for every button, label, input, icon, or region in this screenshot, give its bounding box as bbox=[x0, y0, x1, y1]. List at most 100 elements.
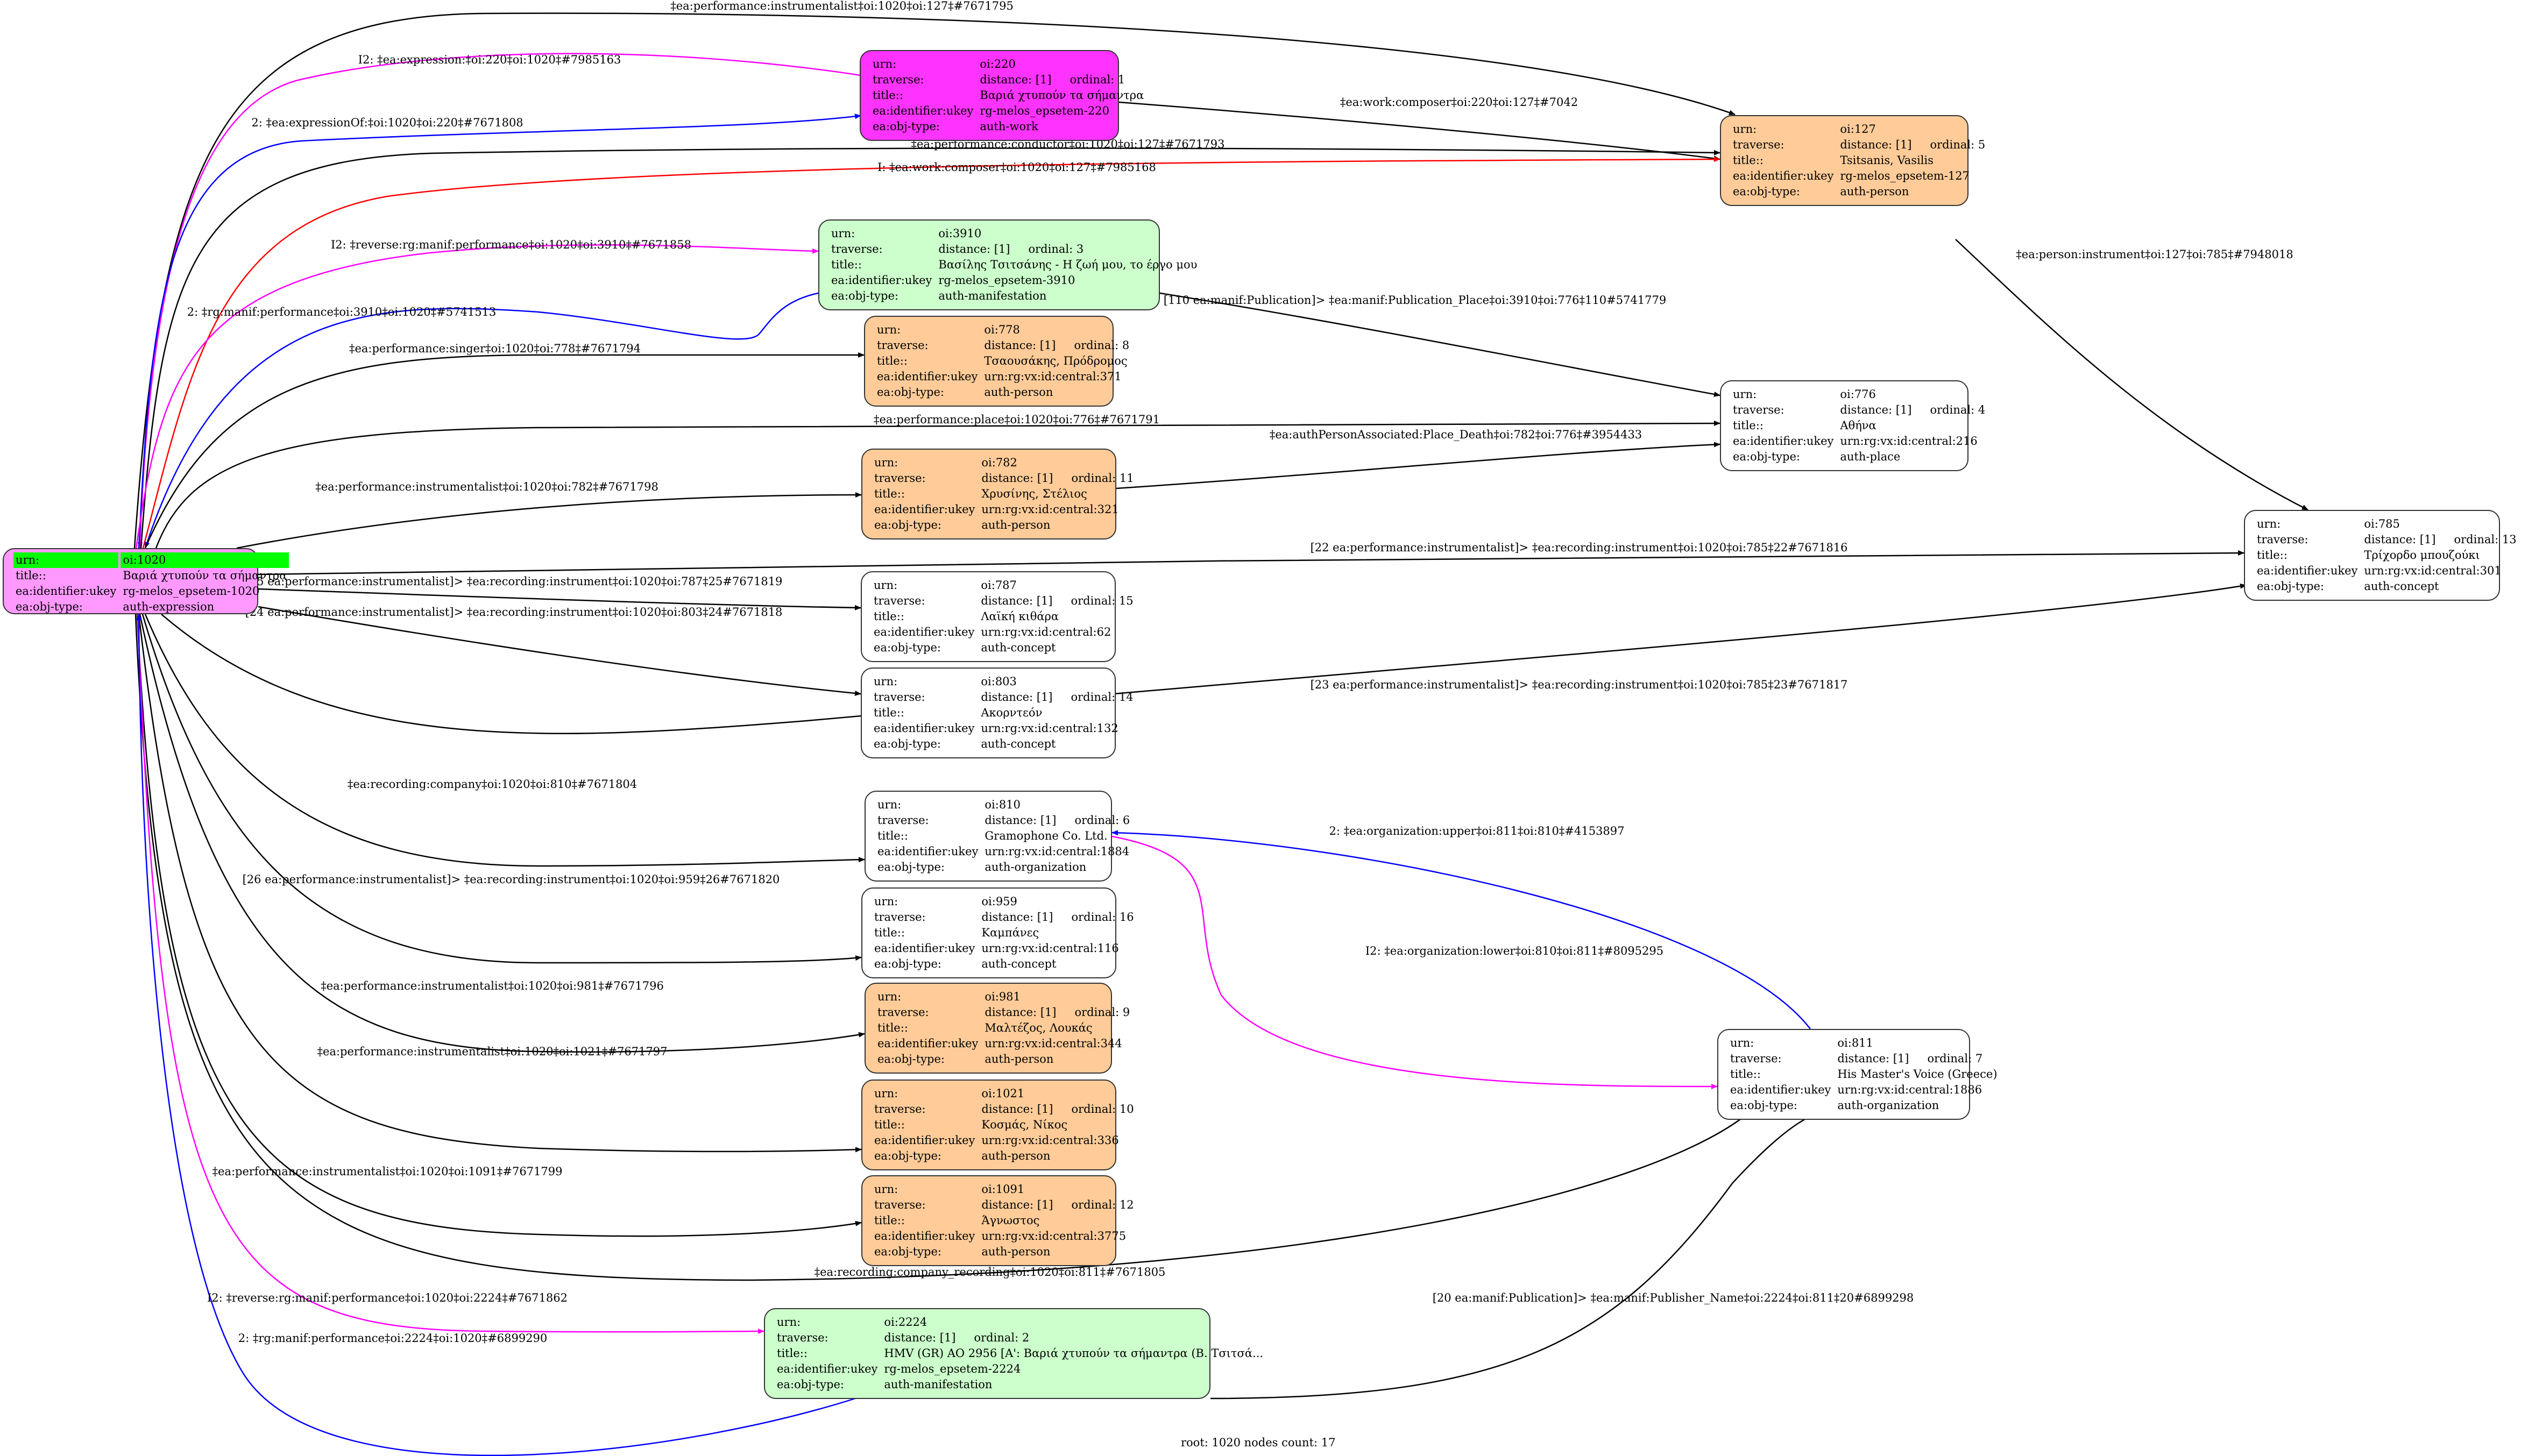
node-urn: oi:787 bbox=[981, 579, 1017, 592]
node-title: Χρυσίνης, Στέλιος bbox=[981, 487, 1087, 500]
edge-label: ‡ea:performance:instrumentalist‡oi:1020‡… bbox=[317, 1045, 668, 1058]
node-title: Μαλτέζος, Λουκάς bbox=[985, 1021, 1093, 1034]
node-row-title: title::Κοσμάς, Νίκος bbox=[872, 1117, 1136, 1133]
node-row-title: title::Ακορντεόν bbox=[872, 705, 1136, 721]
node-ordinal: ordinal: 15 bbox=[1071, 594, 1134, 607]
node-distance: distance: [1] bbox=[985, 814, 1057, 827]
edge-oi-2224-to-oi-811 bbox=[1210, 1108, 1830, 1400]
node-row-traverse: traverse:distance: [1]ordinal: 1 bbox=[870, 72, 1146, 88]
node-row-type: ea:obj-type:auth-concept bbox=[872, 956, 1136, 972]
edge-oi-220-to-oi-1020 bbox=[137, 53, 861, 549]
node-traverse: distance: [1]ordinal: 13 bbox=[2362, 532, 2518, 548]
edge-oi-1020-to-oi-3910 bbox=[135, 244, 819, 549]
node-row-title: title::Καμπάνες bbox=[872, 925, 1136, 941]
node-type: auth-work bbox=[980, 120, 1038, 133]
node-type: auth-person bbox=[981, 1245, 1051, 1258]
node-distance: distance: [1] bbox=[985, 1006, 1057, 1019]
node-distance: distance: [1] bbox=[981, 1198, 1053, 1211]
edge-oi-1020-to-oi-959 bbox=[141, 614, 862, 964]
edge-oi-1020-to-oi-981 bbox=[139, 614, 865, 1053]
graph-footer: root: 1020 nodes count: 17 bbox=[1181, 1436, 1336, 1449]
node-ukey: urn:rg:vx:id:central:371 bbox=[984, 370, 1122, 383]
node-ukey: urn:rg:vx:id:central:321 bbox=[981, 503, 1119, 516]
edge-label: I: ‡ea:work:composer‡oi:1020‡oi:127‡#798… bbox=[877, 161, 1156, 174]
node-traverse: distance: [1]ordinal: 14 bbox=[979, 690, 1135, 705]
edge-oi-810-to-oi-811 bbox=[1111, 835, 1718, 1089]
node-urn: oi:981 bbox=[985, 990, 1021, 1003]
node-distance: distance: [1] bbox=[1840, 138, 1912, 151]
node-ordinal: ordinal: 5 bbox=[1930, 138, 1986, 151]
node-row-urn: urn:oi:127 bbox=[1731, 122, 1987, 137]
node-urn: oi:778 bbox=[984, 323, 1020, 336]
node-row-urn: urn:oi:2224 bbox=[775, 1315, 1265, 1330]
edge-oi-1020-to-oi-127 bbox=[133, 12, 1736, 549]
edge-label: 2: ‡rg:manif:performance‡oi:3910‡oi:1020… bbox=[187, 306, 497, 318]
node-row-title: title::Βασίλης Τσιτσάνης - Η ζωή μου, το… bbox=[829, 257, 1199, 273]
node-traverse: distance: [1]ordinal: 2 bbox=[882, 1330, 1265, 1346]
node-ordinal: ordinal: 9 bbox=[1074, 1006, 1130, 1019]
node-title: Βαριά χτυπούν τα σήμαντρα bbox=[980, 89, 1144, 102]
edge-oi-1020-to-oi-810 bbox=[144, 614, 865, 867]
node-urn: oi:810 bbox=[985, 798, 1021, 811]
node-urn: oi:3910 bbox=[938, 227, 982, 240]
node-ordinal: ordinal: 8 bbox=[1074, 339, 1130, 352]
node-ordinal: ordinal: 7 bbox=[1927, 1052, 1983, 1065]
node-urn: oi:1021 bbox=[981, 1087, 1025, 1100]
edge-oi-782-to-oi-776 bbox=[1116, 442, 1720, 489]
node-distance: distance: [1] bbox=[1840, 403, 1912, 416]
node-row-traverse: traverse:distance: [1]ordinal: 5 bbox=[1731, 137, 1987, 153]
node-row-urn: urn:oi:981 bbox=[875, 989, 1132, 1005]
node-type: auth-person bbox=[1840, 185, 1909, 198]
node-urn: oi:127 bbox=[1840, 123, 1876, 136]
node-row-title: title::Μαλτέζος, Λουκάς bbox=[875, 1020, 1132, 1036]
node-row-traverse: traverse:distance: [1]ordinal: 14 bbox=[872, 690, 1136, 705]
node-title: Gramophone Co. Ltd. bbox=[985, 829, 1108, 842]
node-type: auth-concept bbox=[981, 957, 1057, 970]
node-row-type: ea:obj-type:auth-person bbox=[875, 385, 1131, 400]
edge-oi-1020-to-oi-2224 bbox=[137, 614, 764, 1334]
edge-oi-3910-to-oi-776 bbox=[1159, 292, 1720, 397]
node-title: Tsitsanis, Vasilis bbox=[1840, 154, 1934, 167]
edge-label: [26 ea:performance:instrumentalist]> ‡ea… bbox=[243, 873, 780, 886]
node-row-traverse: traverse:distance: [1]ordinal: 2 bbox=[775, 1330, 1265, 1346]
node-title: His Master's Voice (Greece) bbox=[1837, 1068, 1998, 1081]
node-row-traverse: traverse:distance: [1]ordinal: 12 bbox=[872, 1197, 1136, 1213]
edge-label: ‡ea:recording:company_recording‡oi:1020‡… bbox=[815, 1266, 1166, 1279]
node-ordinal: ordinal: 10 bbox=[1071, 1103, 1134, 1116]
node-title: Κοσμάς, Νίκος bbox=[981, 1118, 1068, 1131]
node-ordinal: ordinal: 12 bbox=[1071, 1198, 1134, 1211]
edge-oi-1020-to-oi-778 bbox=[144, 352, 865, 549]
node-oi-1020[interactable]: urn:oi:1020 title::Βαριά χτυπούν τα σήμα… bbox=[3, 548, 289, 614]
node-ukey: urn:rg:vx:id:central:3775 bbox=[981, 1230, 1127, 1242]
node-title: Άγνωστος bbox=[981, 1214, 1040, 1227]
node-row-title: title::Gramophone Co. Ltd. bbox=[875, 828, 1132, 844]
node-row-urn: urn:oi:1020 bbox=[13, 552, 289, 568]
node-traverse: distance: [1]ordinal: 1 bbox=[978, 72, 1146, 88]
node-urn: oi:1091 bbox=[981, 1183, 1025, 1196]
edge-oi-1020-to-oi-782 bbox=[236, 492, 862, 549]
node-traverse: distance: [1]ordinal: 6 bbox=[982, 813, 1132, 828]
node-distance: distance: [1] bbox=[981, 472, 1053, 485]
node-row-urn: urn:oi:785 bbox=[2255, 516, 2519, 532]
